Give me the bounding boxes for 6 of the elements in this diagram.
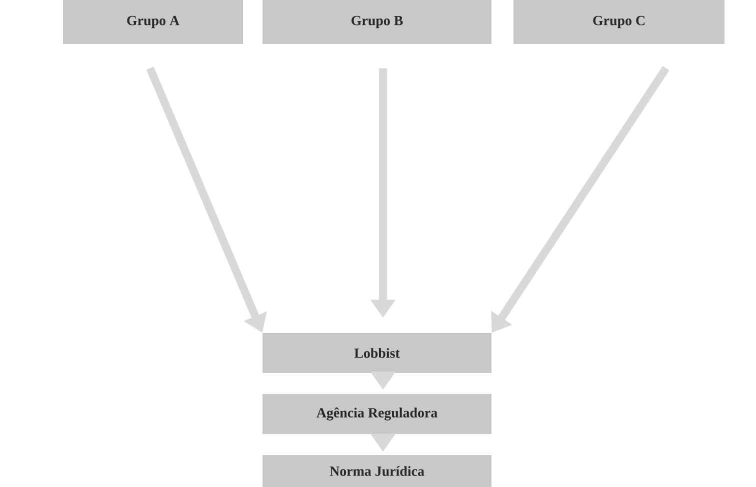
process-box: Grupo A — [63, 0, 243, 44]
process-box: Grupo B — [262, 0, 492, 44]
process-box: Grupo C — [514, 0, 724, 44]
process-box: Lobbist — [262, 333, 492, 373]
process-box: Norma Jurídica — [262, 455, 492, 487]
process-box: Agência Reguladora — [262, 394, 492, 434]
